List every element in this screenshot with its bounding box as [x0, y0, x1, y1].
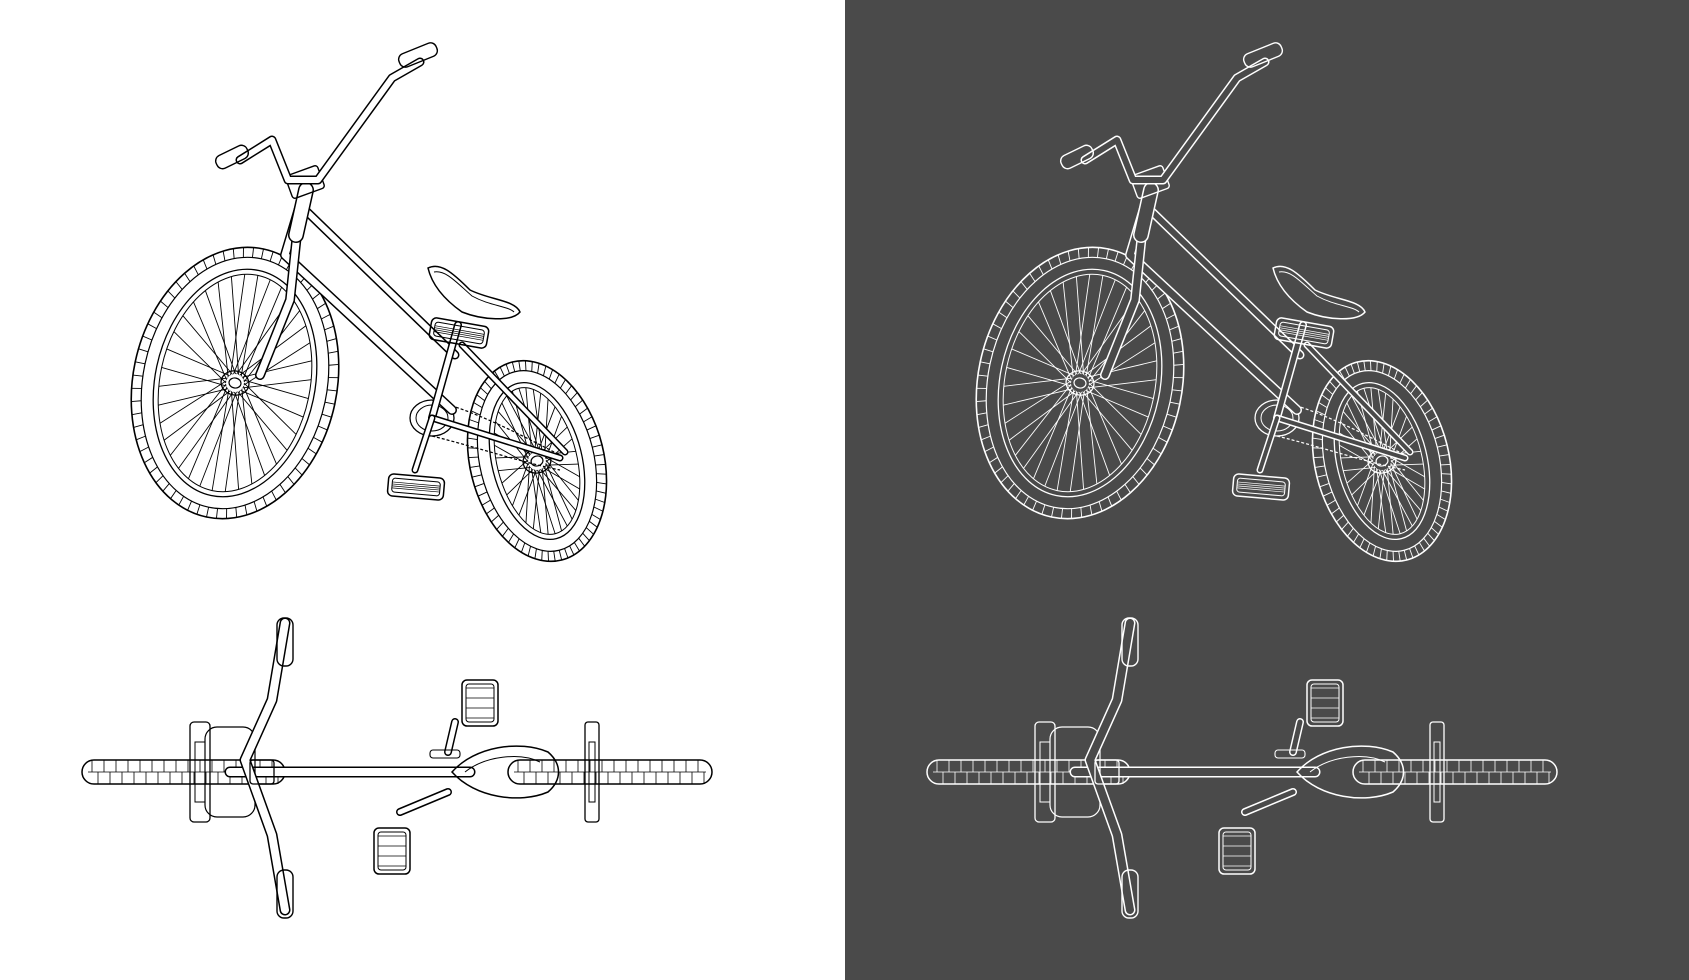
crank-arm [411, 414, 436, 474]
rear-tyre-top [1352, 759, 1558, 785]
perspective-view [975, 42, 1453, 563]
pedal-top-lower [373, 827, 411, 875]
down-tube [280, 200, 457, 415]
down-tube [1125, 200, 1302, 415]
chainring-top [1274, 749, 1306, 759]
grip-top [276, 617, 294, 667]
front-hub-top [1034, 721, 1101, 823]
dark-panel-drawing [926, 42, 1558, 919]
handlebar-top [1084, 617, 1136, 916]
grip-bottom [1121, 869, 1139, 919]
pedal-front [386, 473, 446, 501]
chain-stay [1273, 414, 1409, 462]
saddle-top [450, 745, 560, 799]
pedal-top-lower [1218, 827, 1256, 875]
rear-wheel [466, 359, 608, 563]
handlebar [1080, 57, 1270, 185]
dark-panel [845, 0, 1689, 980]
front-wheel [975, 246, 1185, 520]
seat-tube [1273, 321, 1307, 422]
top-view [926, 617, 1558, 919]
head-tube [288, 182, 314, 243]
light-panel [81, 42, 713, 919]
pedal-top-upper [461, 679, 499, 727]
handlebar [235, 57, 425, 185]
crank-top-upper [444, 718, 459, 756]
front-wheel [130, 246, 340, 520]
handlebar-grip-left [214, 144, 250, 170]
top-view [81, 617, 713, 919]
grip-top [1121, 617, 1139, 667]
head-tube [1133, 182, 1159, 243]
saddle [1272, 265, 1366, 320]
light-panel-drawing [81, 42, 713, 919]
grip-bottom [276, 869, 294, 919]
handlebar-top [239, 617, 291, 916]
pedal-front [1231, 473, 1291, 501]
pedal-top-upper [1306, 679, 1344, 727]
top-tube [1140, 200, 1305, 360]
perspective-view [130, 42, 608, 563]
rear-tyre-top [507, 759, 713, 785]
rear-wheel [1311, 359, 1453, 563]
seat-clamp [1273, 317, 1335, 349]
seat-clamp [428, 317, 490, 349]
crank-top-lower [396, 788, 452, 816]
chainring-top [429, 749, 461, 759]
stem-top [249, 759, 275, 785]
crank-arm [1256, 414, 1281, 474]
seat-stay [458, 341, 569, 456]
seat-stay [1303, 341, 1414, 456]
stem-top [1094, 759, 1120, 785]
saddle-top [1295, 745, 1405, 799]
rear-hub-top [584, 721, 600, 823]
handlebar-grip-left [1059, 144, 1095, 170]
crank-top-lower [1241, 788, 1297, 816]
seat-tube [428, 321, 462, 422]
crank-top-upper [1289, 718, 1304, 756]
handlebar-grip-right [1242, 42, 1284, 68]
top-tube [295, 200, 460, 360]
rear-hub-top [1429, 721, 1445, 823]
saddle [427, 265, 521, 320]
handlebar-grip-right [397, 42, 439, 68]
chain-stay [428, 414, 564, 462]
